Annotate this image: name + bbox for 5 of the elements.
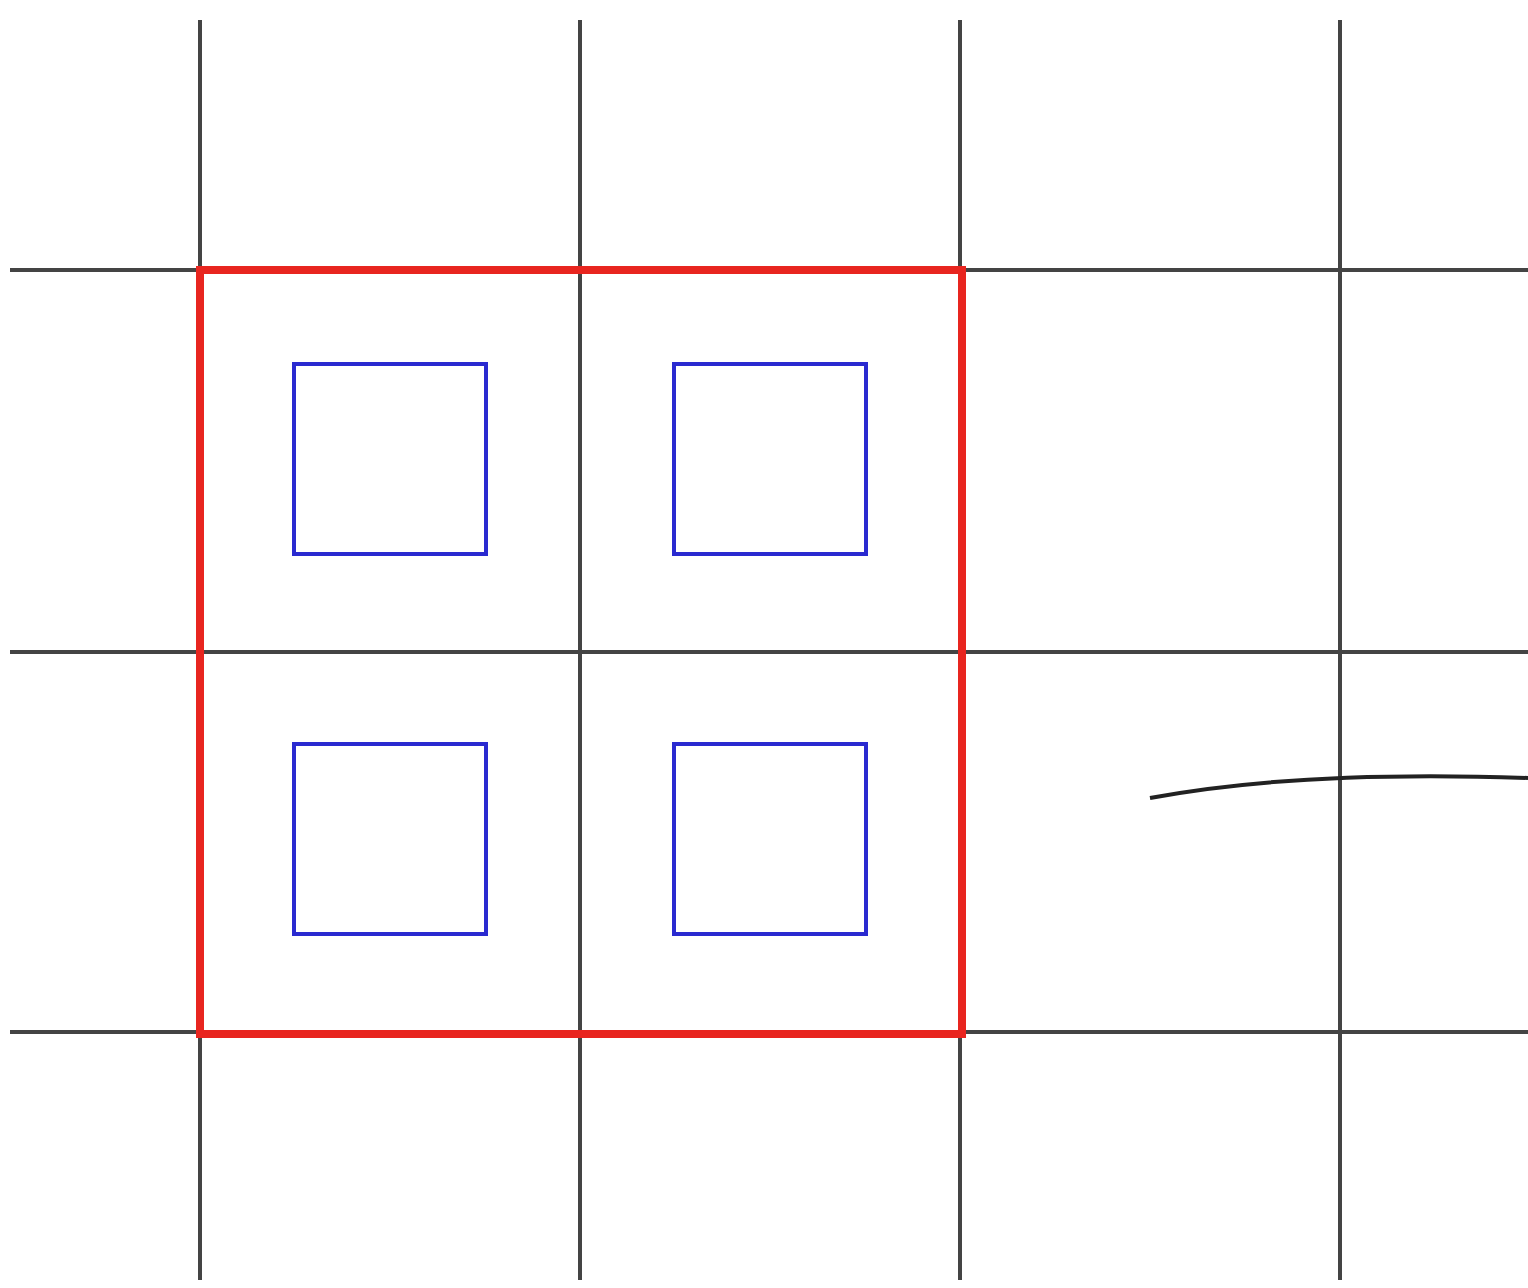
outer-square [196,266,966,1038]
inner-square [292,362,488,556]
inner-square [292,742,488,936]
inner-square [672,742,868,936]
inner-square [672,362,868,556]
